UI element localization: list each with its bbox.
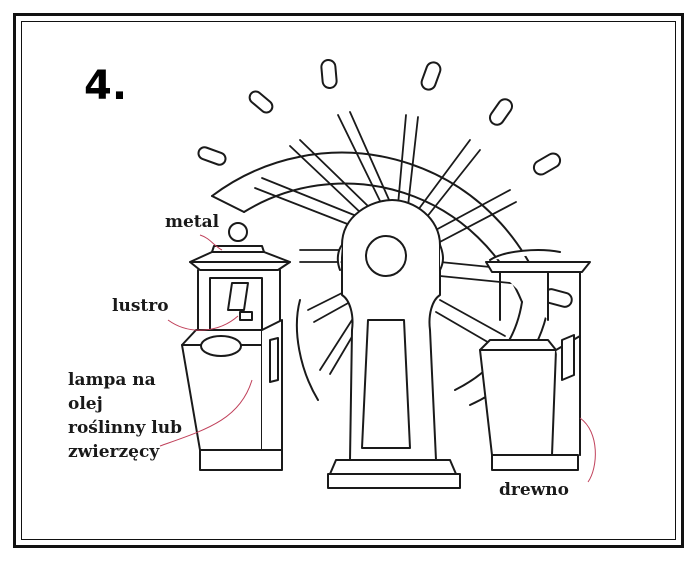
inner-frame (21, 21, 676, 540)
left-binnacle (181, 222, 291, 471)
label-metal: metal (165, 212, 220, 232)
right-binnacle (479, 249, 591, 471)
leader-lines (159, 234, 596, 483)
label-lamp: lampa na olej roślinny lub zwierzęcy (68, 368, 182, 464)
label-lustro: lustro (112, 296, 169, 316)
label-lamp-line: lampa na (68, 370, 156, 390)
step-number: 4. (84, 63, 128, 109)
wheel-spokes (254, 111, 521, 375)
central-pedestal (327, 199, 461, 489)
label-lamp-line: roślinny lub (68, 418, 183, 438)
label-lamp-line: olej (68, 394, 103, 414)
label-drewno: drewno (499, 480, 569, 500)
label-lamp-line: zwierzęcy (68, 442, 160, 462)
outer-frame (13, 13, 684, 548)
